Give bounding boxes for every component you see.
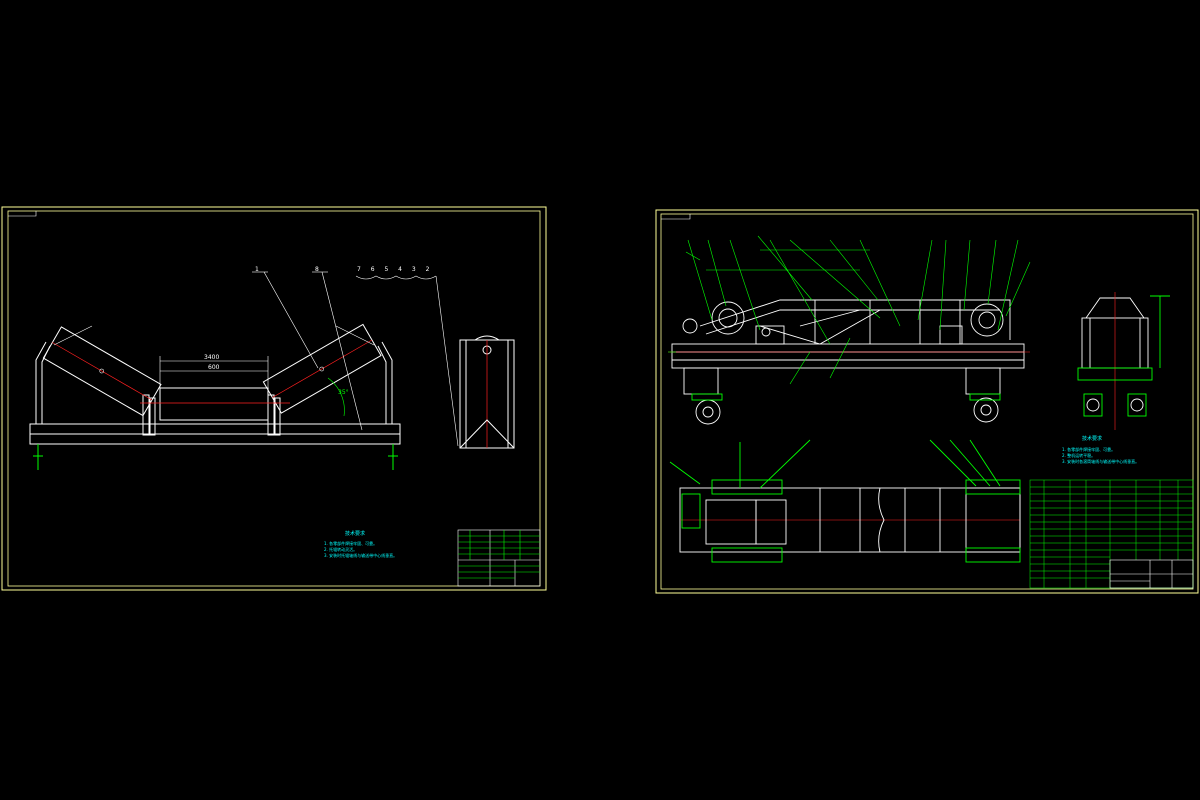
- conveyor-plan-view: [669, 439, 1021, 563]
- drive-pulley: [682, 301, 1004, 337]
- drawing-sheet-2: 技术要求 1. 各零部件焊接牢固、可靠。 2. 整机运转平稳。 3. 安装时各滚…: [655, 209, 1199, 594]
- idler-side-view: [459, 335, 515, 449]
- center-roller: [140, 387, 290, 421]
- note-line: 3. 安装时托辊轴线与输送带中心线垂直。: [324, 552, 397, 558]
- title-block-1: [457, 529, 541, 587]
- technical-notes-2: 技术要求 1. 各零部件焊接牢固、可靠。 2. 整机运转平稳。 3. 安装时各滚…: [1062, 435, 1139, 464]
- balloon-group: 7 6 5 4 3 2: [357, 266, 433, 273]
- notes-title: 技术要求: [345, 530, 365, 537]
- title-block-2: [1109, 559, 1194, 589]
- conveyor-end-view: [1077, 292, 1170, 430]
- part-leaders: [252, 271, 459, 447]
- idler-base-frame: [29, 341, 401, 470]
- balloon-1: 1: [255, 266, 259, 273]
- note-line: 3. 安装时各滚筒轴线与输送带中心线垂直。: [1062, 458, 1139, 464]
- elevation-leaders: [668, 235, 1031, 385]
- balloon-8: 8: [315, 266, 319, 273]
- notes-title: 技术要求: [1082, 435, 1102, 442]
- note-line: 2. 整机运转平稳。: [1062, 452, 1095, 458]
- note-line: 2. 托辊转动灵活。: [324, 546, 357, 552]
- dimension-width-label: 3400: [204, 354, 219, 361]
- technical-notes-1: 技术要求 1. 各零部件焊接牢固、可靠。 2. 托辊转动灵活。 3. 安装时托辊…: [324, 530, 397, 558]
- parts-list-table: [1029, 479, 1194, 589]
- right-wing-roller: [262, 323, 382, 414]
- dimension-lines: [53, 325, 375, 417]
- travel-wheels: [683, 367, 1001, 425]
- drawing-sheet-1: 3400 600 35° 1 8 7 6 5 4 3 2 技术要求: [1, 206, 547, 591]
- note-line: 1. 各零部件焊接牢固、可靠。: [324, 540, 377, 546]
- note-line: 1. 各零部件焊接牢固、可靠。: [1062, 446, 1115, 452]
- angle-label: 35°: [338, 389, 349, 396]
- left-wing-roller: [42, 326, 162, 417]
- dimension-inner-label: 600: [208, 364, 220, 371]
